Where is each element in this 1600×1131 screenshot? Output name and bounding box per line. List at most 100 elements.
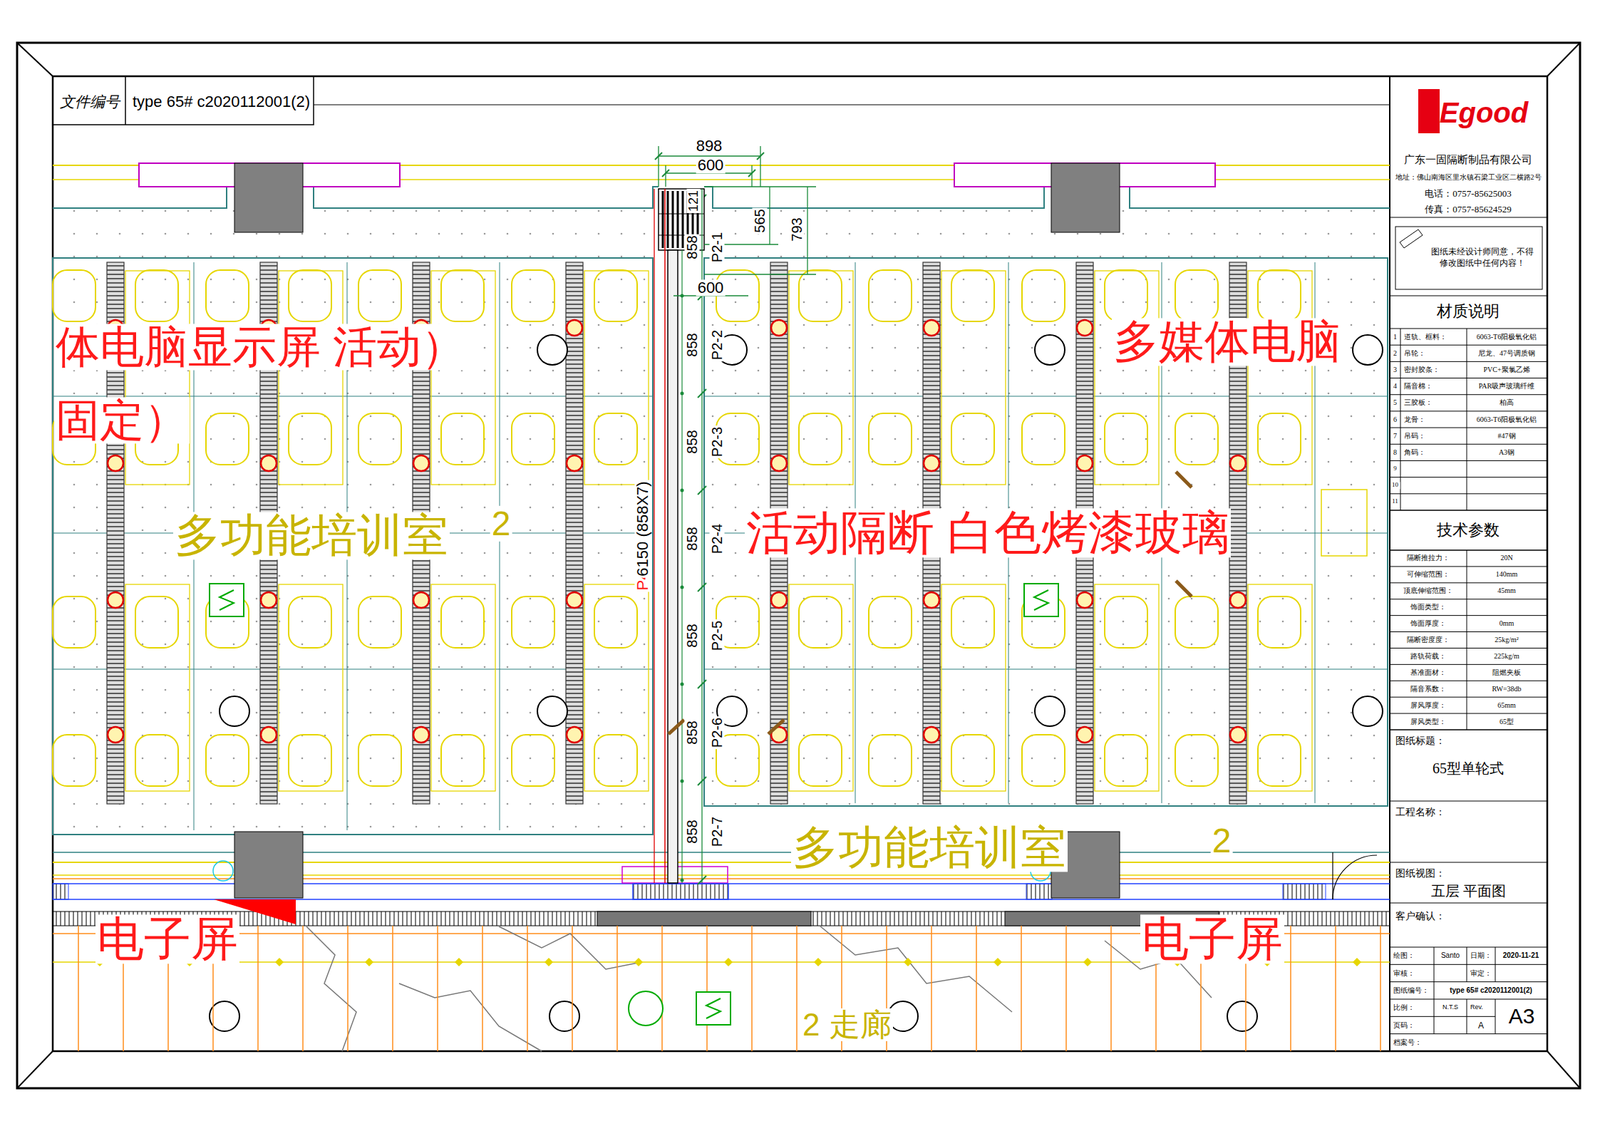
floor-socket [1076, 455, 1093, 472]
title-block-text: 传真：0757-85624529 [1423, 204, 1513, 215]
wall-line [52, 883, 69, 900]
title-block-text: 顶底伸缩范围： [1401, 587, 1455, 596]
corridor [498, 926, 642, 970]
title-block-text: 隔断推拉力： [1405, 554, 1452, 563]
sheet-frame [1389, 76, 1391, 1052]
file-number: 文件编号 [58, 94, 122, 110]
title-block-text: 140mm [1494, 570, 1520, 579]
dimension-text: P2-1 [709, 230, 725, 264]
dimension-text: 858 [684, 233, 700, 261]
title-block-table [1495, 999, 1496, 1035]
title-block-table [1389, 510, 1548, 512]
floor-socket [107, 592, 124, 608]
floor-socket [566, 592, 583, 608]
dimension-text: 600 [696, 279, 726, 296]
chair [1257, 734, 1301, 787]
corridor-line [302, 925, 304, 1052]
floor-socket [923, 592, 940, 608]
chair [951, 596, 995, 648]
title-block-table [1389, 410, 1548, 412]
corridor-line [1289, 925, 1292, 1052]
ceiling-grid [704, 395, 1388, 397]
title-block-text: 档案号： [1391, 1039, 1424, 1047]
title-block-text: 2020-11-21 [1501, 952, 1541, 960]
dimension-text: 858 [684, 525, 700, 552]
chair [135, 270, 179, 322]
title-block-text: 日期： [1468, 952, 1494, 960]
floor-socket [1076, 320, 1093, 336]
title-block-text: 客户确认： [1394, 911, 1447, 923]
plan-annotation: 活动隔断 白色烤漆玻璃 [744, 508, 1231, 558]
title-block-text: A [1476, 1020, 1486, 1030]
title-block-text: 20N [1498, 554, 1514, 563]
dimension-line [653, 188, 655, 884]
dimension-line [806, 186, 808, 275]
chair [951, 413, 995, 465]
title-block-text: 广东一固隔断制品有限公司 [1402, 154, 1534, 167]
dimension-line [1175, 471, 1192, 488]
chair [798, 270, 842, 322]
chair [511, 270, 555, 322]
dimension-text: P2-7 [709, 815, 725, 849]
wall-line [632, 883, 729, 900]
floor-socket [260, 726, 277, 743]
floor-socket [771, 592, 787, 608]
title-block-table [1466, 999, 1468, 1035]
title-block-text: 龙骨： [1402, 415, 1427, 424]
chair [441, 413, 484, 465]
dimension-line [664, 165, 666, 187]
title-block-text: 地址：佛山南海区里水镇石梁工业区二横路2号 [1394, 173, 1543, 182]
title-block [1389, 862, 1548, 864]
title-block [1389, 89, 1548, 948]
title-block-text: A3 [1507, 1005, 1537, 1029]
corridor-line [1334, 925, 1337, 1052]
title-block-text: 4 [1391, 382, 1399, 391]
title-block [1389, 947, 1548, 948]
corridor-line [257, 925, 259, 1052]
title-block-table [1389, 565, 1548, 567]
dimension-text: P2-6 [709, 716, 725, 750]
desk [1247, 270, 1313, 485]
title-block-table [1389, 981, 1548, 983]
room-outline [52, 257, 653, 835]
title-block-table [1389, 394, 1548, 395]
chair [288, 734, 332, 787]
ceiling-light [219, 696, 250, 727]
floor-socket [107, 726, 124, 743]
sheet-frame [17, 42, 53, 77]
title-block-text: #47钢 [1496, 431, 1518, 440]
dimension-text: 898 [694, 137, 725, 154]
plan-annotation: 2 [490, 506, 513, 542]
title-block-text: 图纸视图： [1394, 868, 1447, 880]
title-block-text: RW=38db [1490, 684, 1523, 693]
dimension-text: 858 [684, 818, 700, 845]
title-block-text: 角码： [1402, 448, 1427, 457]
desk [1094, 584, 1159, 792]
title-block-text: 25kg/m² [1493, 636, 1521, 645]
chair [441, 596, 484, 648]
title-block-table [1389, 361, 1548, 363]
title-block-text: 路轨荷载： [1408, 652, 1448, 661]
title-block-table [1389, 697, 1548, 698]
chair [1022, 270, 1065, 322]
corridor-line [481, 925, 484, 1052]
company-logo: Egood [1438, 97, 1530, 128]
title-block-table [1466, 947, 1468, 983]
corridor [1332, 855, 1377, 900]
speaker-symbol [219, 590, 234, 611]
corridor-line [1379, 925, 1382, 1052]
dimension-text: P2-4 [709, 522, 725, 556]
title-block-text: PAR吸声玻璃纤维 [1477, 382, 1537, 391]
corridor-line [751, 925, 753, 1052]
title-block-text: 10 [1390, 482, 1400, 489]
chair [594, 270, 638, 322]
dimension-text: 858 [684, 428, 700, 455]
title-block-text: 道轨、框料： [1402, 332, 1449, 341]
title-block-table [1389, 328, 1548, 330]
ceiling-light [209, 1001, 240, 1032]
corridor-mark [993, 957, 1003, 967]
ceiling-light [1034, 334, 1065, 365]
dimension-line [768, 719, 784, 735]
desk [941, 270, 1006, 485]
